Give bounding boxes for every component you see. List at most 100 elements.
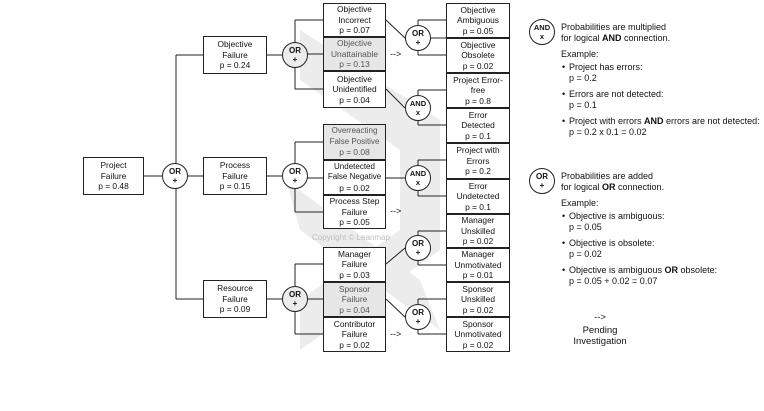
gate-symbol: x	[539, 32, 545, 41]
gate-symbol: x	[415, 178, 421, 187]
legend-or-example: Example:	[561, 198, 599, 208]
gate-word: AND	[409, 169, 427, 178]
node-probability: p = 0.02	[462, 304, 494, 315]
gate-symbol: +	[292, 176, 298, 185]
legend-or-item: Objective is ambiguous OR obsolete:p = 0…	[562, 265, 761, 287]
node-probability: p = 0.1	[465, 130, 491, 141]
node-name: Contributor Failure	[333, 318, 376, 340]
node-probability: p = 0.01	[462, 270, 494, 281]
or-gate-root: OR+	[162, 163, 188, 189]
node-probability: p = 0.02	[462, 60, 494, 71]
node-name: Objective Incorrect	[337, 4, 372, 25]
node-probability: p = 0.02	[339, 182, 370, 193]
node-name: Undetected False Negative	[327, 161, 382, 182]
node-sponsor-unmotivated: Sponsor Unmotivated p = 0.02	[446, 317, 510, 352]
node-resource-failure: Resource Failure p = 0.09	[203, 280, 267, 318]
node-objective-unidentified: Objective Unidentified p = 0.04	[323, 71, 386, 108]
connector-line	[385, 88, 406, 109]
gate-symbol: +	[415, 38, 421, 47]
gate-word: AND	[409, 99, 427, 108]
node-probability: p = 0.24	[219, 60, 251, 71]
node-name: Sponsor Failure	[338, 283, 371, 305]
node-name: Objective Ambiguous	[457, 4, 499, 26]
node-name: Objective Failure	[217, 39, 253, 60]
node-probability: p = 0.05	[339, 217, 370, 228]
node-process-failure: Process Failure p = 0.15	[203, 157, 267, 195]
legend-and-line2: for logical AND connection.	[561, 33, 671, 43]
node-name: Error Detected	[461, 109, 495, 131]
node-name: Project Error-free	[453, 74, 503, 96]
legend-and-item: Errors are not detected:p = 0.1	[562, 89, 761, 111]
gate-symbol: +	[415, 248, 421, 257]
node-sponsor-failure: Sponsor Failure p = 0.04	[323, 282, 386, 317]
gate-word: OR	[289, 46, 301, 55]
gate-symbol: +	[415, 317, 421, 326]
node-probability: p = 0.1	[465, 201, 491, 212]
or-gate-sponsor: OR+	[405, 304, 431, 330]
legend-or-item: Objective is ambiguous:p = 0.05	[562, 211, 761, 233]
node-probability: p = 0.03	[339, 269, 370, 280]
node-manager-unmotivated: Manager Unmotivated p = 0.01	[446, 248, 510, 282]
or-gate-objective-incorrect: OR+	[405, 25, 431, 51]
node-name: Project with Errors	[456, 145, 500, 166]
legend-pending-arrow: -->	[594, 312, 606, 323]
gate-word: OR	[536, 172, 548, 181]
node-probability: p = 0.02	[462, 236, 494, 247]
node-undetected-false-negative: Undetected False Negative p = 0.02	[323, 160, 386, 195]
legend-or-list: Objective is ambiguous:p = 0.05 Objectiv…	[561, 211, 761, 287]
pending-arrow-process-step: -->	[390, 206, 402, 216]
node-objective-incorrect: Objective Incorrect p = 0.07	[323, 3, 386, 37]
node-name: Process Step Failure	[329, 196, 380, 217]
legend-and-list: Project has errors:p = 0.2 Errors are no…	[561, 62, 761, 138]
or-gate-objective: OR+	[282, 42, 308, 68]
node-name: Manager Unmotivated	[454, 249, 502, 270]
gate-symbol: x	[415, 108, 421, 117]
or-gate-manager: OR+	[405, 235, 431, 261]
node-error-detected: Error Detected p = 0.1	[446, 108, 510, 143]
gate-word: OR	[169, 167, 181, 176]
node-probability: p = 0.05	[462, 25, 494, 36]
node-objective-unattainable: Objective Unattainable p = 0.13	[323, 37, 386, 71]
gate-word: OR	[289, 167, 301, 176]
node-overreacting-false-positive: Overreacting False Positive p = 0.08	[323, 124, 386, 160]
legend-and-line1: Probabilities are multiplied	[561, 22, 667, 32]
pending-arrow-unattainable: -->	[390, 49, 402, 59]
node-sponsor-unskilled: Sponsor Unskilled p = 0.02	[446, 282, 510, 317]
root-node-project-failure: Project Failure p = 0.48	[83, 157, 144, 195]
node-probability: p = 0.02	[462, 339, 494, 350]
or-gate-process: OR+	[282, 163, 308, 189]
node-manager-failure: Manager Failure p = 0.03	[323, 247, 386, 282]
connector-line	[385, 247, 406, 265]
legend-or-gate: OR+	[529, 168, 555, 194]
gate-symbol: +	[539, 181, 545, 190]
node-objective-obsolete: Objective Obsolete p = 0.02	[446, 38, 510, 73]
node-process-step-failure: Process Step Failure p = 0.05	[323, 195, 386, 229]
legend-or-line2: for logical OR connection.	[561, 182, 665, 192]
gate-symbol: +	[292, 299, 298, 308]
node-name: Resource Failure	[217, 283, 253, 304]
node-name: Objective Unidentified	[332, 73, 377, 95]
node-probability: p = 0.07	[339, 25, 370, 36]
node-name: Project Failure	[100, 160, 127, 181]
node-name: Manager Unskilled	[461, 215, 495, 236]
gate-word: OR	[412, 239, 424, 248]
legend-or-line1: Probabilities are added	[561, 171, 654, 181]
legend-and: Probabilities are multiplied for logical…	[561, 22, 761, 143]
gate-word: AND	[533, 23, 551, 32]
node-project-error-free: Project Error-free p = 0.8	[446, 73, 510, 108]
node-name: Overreacting False Positive	[329, 126, 380, 146]
node-probability: p = 0.2	[465, 166, 491, 177]
gate-symbol: +	[292, 55, 298, 64]
node-name: Objective Obsolete	[460, 39, 496, 61]
connector-line	[385, 19, 406, 39]
node-name: Sponsor Unmotivated	[454, 318, 502, 340]
legend-pending-label: Pending Investigation	[573, 325, 627, 347]
watermark-text: Copyright © Leanmap	[312, 233, 390, 242]
gate-symbol: +	[172, 176, 178, 185]
gate-word: OR	[412, 308, 424, 317]
node-name: Error Undetected	[456, 180, 500, 202]
